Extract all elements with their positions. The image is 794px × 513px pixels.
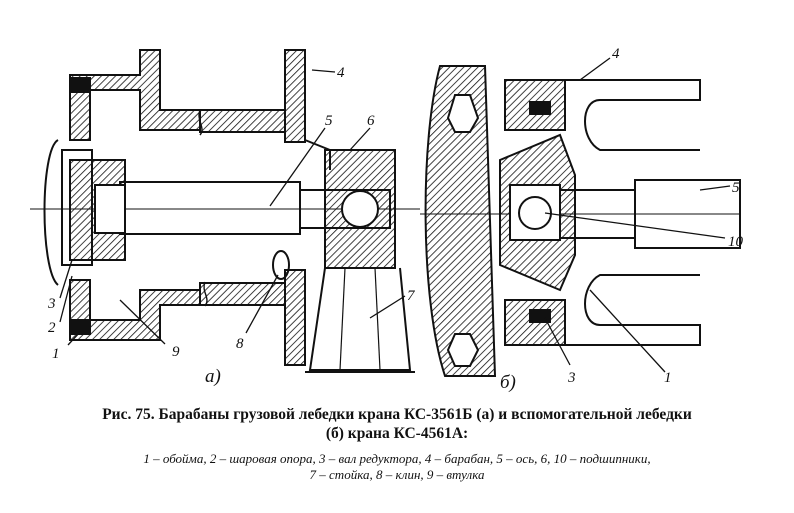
label-b-5: 5 xyxy=(732,180,740,196)
leader-lines xyxy=(59,57,731,373)
technical-drawing: 4 5 6 7 8 9 1 2 3 а) 4 5 10 3 1 б) xyxy=(30,46,744,393)
label-a-3: 3 xyxy=(47,296,56,312)
label-b-3: 3 xyxy=(567,370,576,386)
label-a-6: 6 xyxy=(367,113,375,129)
label-a-5: 5 xyxy=(325,113,333,129)
subfigure-b-label: б) xyxy=(500,372,516,393)
label-b-1: 1 xyxy=(664,370,672,386)
caption-line-2: (б) крана КС-4561А: xyxy=(325,425,469,442)
label-a-7: 7 xyxy=(407,288,416,304)
figure-legend: 1 – обойма, 2 – шаровая опора, 3 – вал р… xyxy=(8,451,786,483)
label-a-1: 1 xyxy=(52,346,60,362)
label-a-4: 4 xyxy=(337,65,345,81)
caption-line-1: Рис. 75. Барабаны грузовой лебедки крана… xyxy=(102,406,692,423)
figure-caption: Рис. 75. Барабаны грузовой лебедки крана… xyxy=(14,405,780,443)
legend-line-1: 1 – обойма, 2 – шаровая опора, 3 – вал р… xyxy=(143,451,651,466)
view-a-drawing xyxy=(30,49,420,373)
label-b-4: 4 xyxy=(612,46,620,62)
label-b-10: 10 xyxy=(728,234,744,250)
legend-line-2: 7 – стойка, 8 – клин, 9 – втулка xyxy=(309,467,485,482)
label-a-8: 8 xyxy=(236,336,244,352)
subfigure-a-label: а) xyxy=(205,366,221,387)
label-a-2: 2 xyxy=(48,320,56,336)
label-a-9: 9 xyxy=(172,344,180,360)
view-b-drawing xyxy=(420,65,741,377)
